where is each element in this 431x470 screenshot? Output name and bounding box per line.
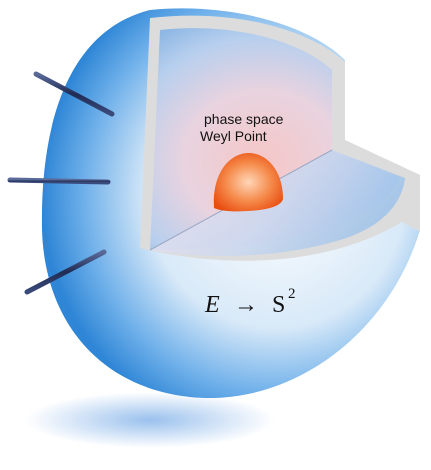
map-formula: E → S 2 bbox=[204, 286, 296, 318]
rod-bottom bbox=[24, 249, 107, 295]
weyl-point-hemisphere bbox=[213, 152, 283, 212]
formula-arrow: → bbox=[234, 292, 258, 318]
formula-sphere: S bbox=[272, 292, 285, 318]
ground-shadow bbox=[25, 392, 275, 448]
rods bbox=[7, 71, 115, 295]
rod-top bbox=[33, 71, 115, 117]
rod-middle bbox=[7, 177, 111, 185]
weyl-point-label: Weyl Point bbox=[200, 128, 267, 144]
phase-space-label: phase space bbox=[204, 111, 284, 127]
formula-exponent: 2 bbox=[288, 286, 296, 302]
formula-e: E bbox=[204, 292, 220, 318]
